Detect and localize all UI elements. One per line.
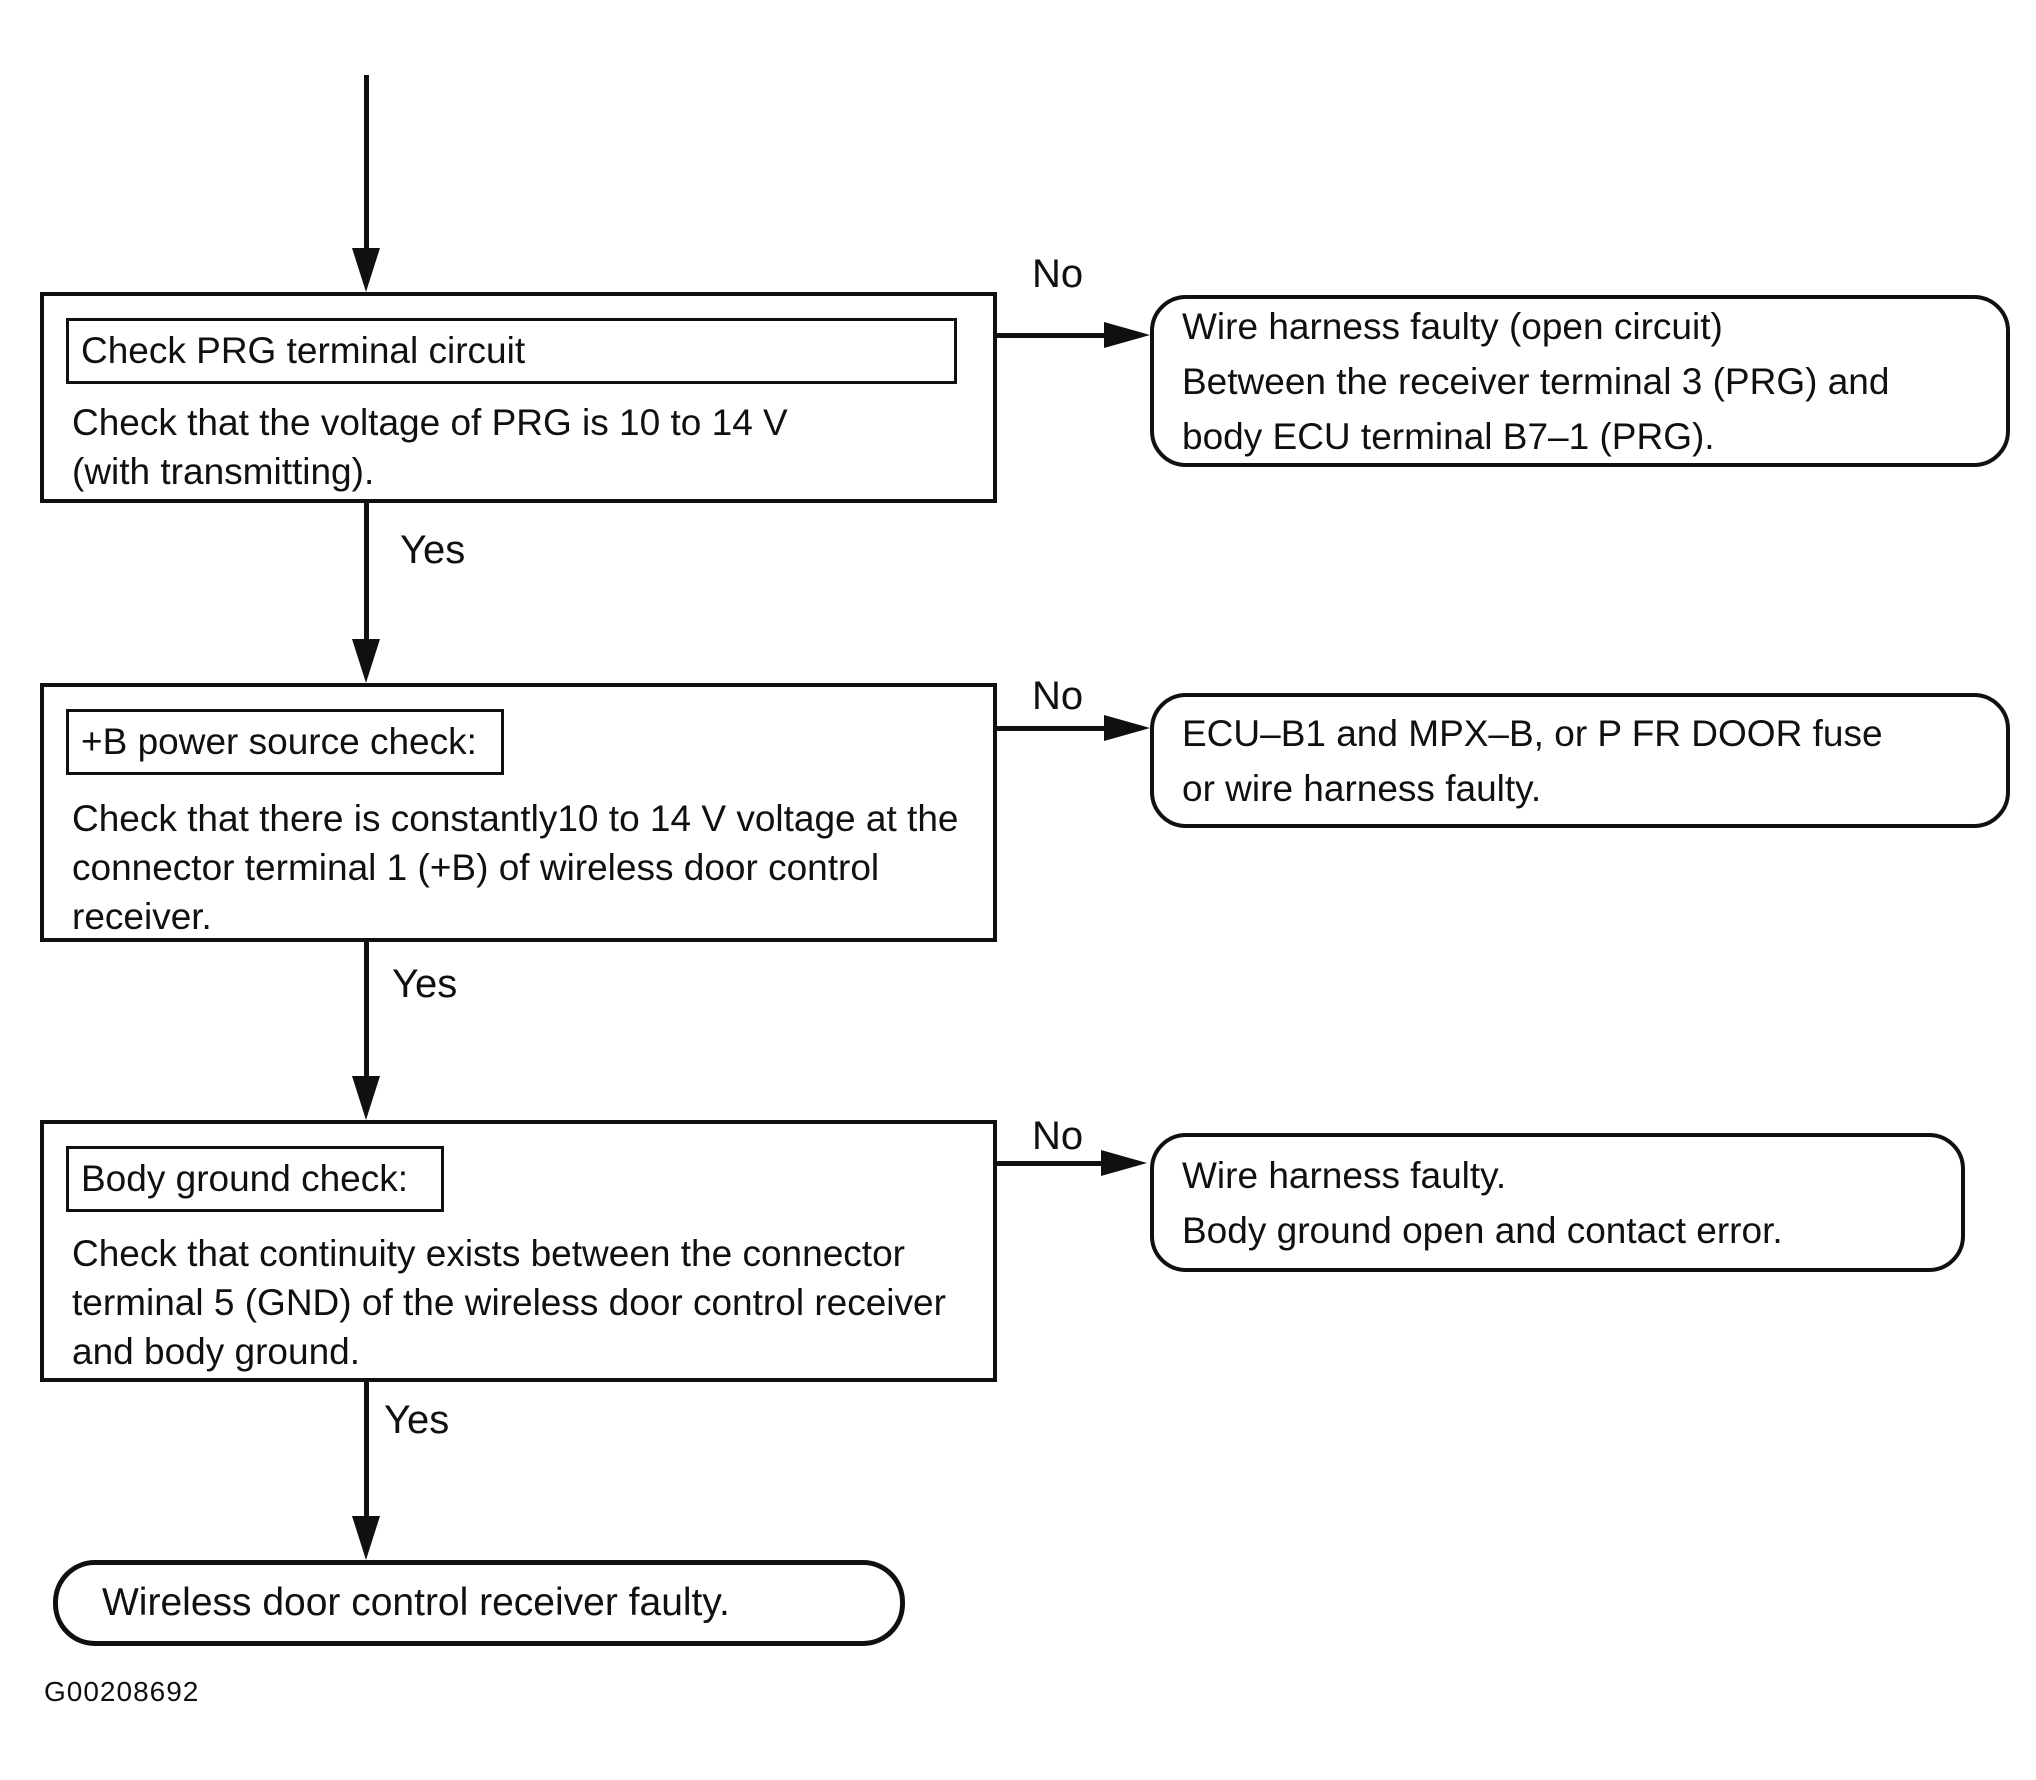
figure-id: G00208692 [44,1676,200,1707]
arrow-head-down-icon [352,1076,380,1120]
no-label-1: No [1032,252,1084,296]
step-title-box: +B power source check: [66,709,504,775]
step-body-line: Check that the voltage of PRG is 10 to 1… [72,402,788,443]
yes-branch-arrow-2 [348,942,384,1120]
final-result-box: Wireless door control receiver faulty. [53,1560,905,1646]
step-title: Body ground check: [81,1158,409,1199]
result-line: Body ground open and contact error. [1182,1209,1783,1251]
yes-label-1: Yes [400,528,466,572]
step-body: Check that there is constantly10 to 14 V… [72,794,958,941]
step-body-line: connector terminal 1 (+B) of wireless do… [72,847,880,888]
arrow-shaft [997,332,1104,338]
result-line: body ECU terminal B7–1 (PRG). [1182,415,1715,457]
step-body-line: terminal 5 (GND) of the wireless door co… [72,1282,946,1323]
result-box-wire-harness-open: Wire harness faulty (open circuit) Betwe… [1150,295,2010,467]
result-line: or wire harness faulty. [1182,767,1542,809]
result-box-body-ground-error: Wire harness faulty. Body ground open an… [1150,1133,1965,1272]
result-line: ECU–B1 and MPX–B, or P FR DOOR fuse [1182,712,1883,754]
arrow-head-right-icon [1101,1150,1147,1176]
yes-branch-arrow-1 [348,503,384,683]
step-body-line: Check that continuity exists between the… [72,1233,905,1274]
no-label-3: No [1032,1114,1084,1158]
yes-branch-arrow-3 [348,1382,384,1560]
step-box-prg-terminal-check: Check PRG terminal circuit Check that th… [40,292,997,503]
arrow-head-down-icon [352,1516,380,1560]
result-line: Wire harness faulty (open circuit) [1182,305,1723,347]
arrow-shaft [997,725,1104,731]
step-title: +B power source check: [81,721,477,762]
final-result-text: Wireless door control receiver faulty. [102,1581,730,1624]
result-line: Between the receiver terminal 3 (PRG) an… [1182,360,1890,402]
arrow-shaft [363,1382,369,1516]
no-branch-arrow-3 [997,1144,1147,1182]
step-title: Check PRG terminal circuit [81,330,526,371]
entry-arrow [348,75,384,292]
step-body-line: and body ground. [72,1331,361,1372]
arrow-shaft [997,1160,1101,1166]
no-branch-arrow-1 [997,316,1150,354]
yes-label-2: Yes [392,962,458,1006]
arrow-head-down-icon [352,639,380,683]
step-body: Check that continuity exists between the… [72,1229,946,1376]
step-title-box: Body ground check: [66,1146,444,1212]
step-title-box: Check PRG terminal circuit [66,318,957,384]
step-box-body-ground-check: Body ground check: Check that continuity… [40,1120,997,1382]
step-body-line: (with transmitting). [72,451,375,492]
arrow-head-right-icon [1104,322,1150,348]
step-body: Check that the voltage of PRG is 10 to 1… [72,398,788,496]
step-body-line: Check that there is constantly10 to 14 V… [72,798,959,839]
yes-label-3: Yes [384,1398,450,1442]
arrow-shaft [363,503,369,639]
arrow-shaft [363,75,369,248]
result-box-fuse-or-harness: ECU–B1 and MPX–B, or P FR DOOR fuse or w… [1150,693,2010,828]
step-box-b-power-source-check: +B power source check: Check that there … [40,683,997,942]
arrow-head-down-icon [352,248,380,292]
step-body-line: receiver. [72,896,212,937]
no-label-2: No [1032,674,1084,718]
result-line: Wire harness faulty. [1182,1154,1507,1196]
no-branch-arrow-2 [997,709,1150,747]
arrow-head-right-icon [1104,715,1150,741]
arrow-shaft [363,942,369,1076]
